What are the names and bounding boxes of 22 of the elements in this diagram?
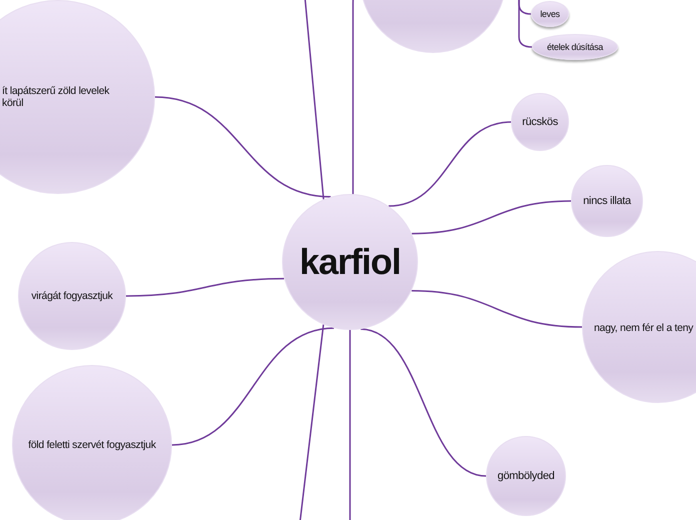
topic-label: gömbölyded <box>496 470 556 482</box>
connector-line <box>349 330 351 520</box>
topic-label: föld feletti szervét fogyasztjuk <box>27 439 157 451</box>
topic-label: leves <box>539 9 561 19</box>
topic-label: nagy, nem fér el a teny <box>594 322 694 334</box>
connector-line <box>360 328 486 477</box>
connector-line <box>126 278 284 297</box>
topic-bubble <box>532 34 618 60</box>
topic-label: virágát fogyasztjuk <box>30 290 114 302</box>
connector-line <box>154 96 331 198</box>
connector-line <box>304 0 324 200</box>
connector-line <box>388 121 512 207</box>
connector-line <box>299 324 324 520</box>
topic-label: ételek dúsítása <box>546 42 604 52</box>
topic-label: rücskös <box>521 116 559 128</box>
connector-line <box>412 290 582 328</box>
topic-label: nincs illata <box>582 195 632 207</box>
connector-line <box>412 200 572 234</box>
connector-line <box>172 327 334 446</box>
topic-bubble <box>531 1 569 27</box>
central-topic-label: karfiol <box>298 241 402 283</box>
topic-label: ít lapátszerű zöld levelek körül <box>2 85 110 110</box>
